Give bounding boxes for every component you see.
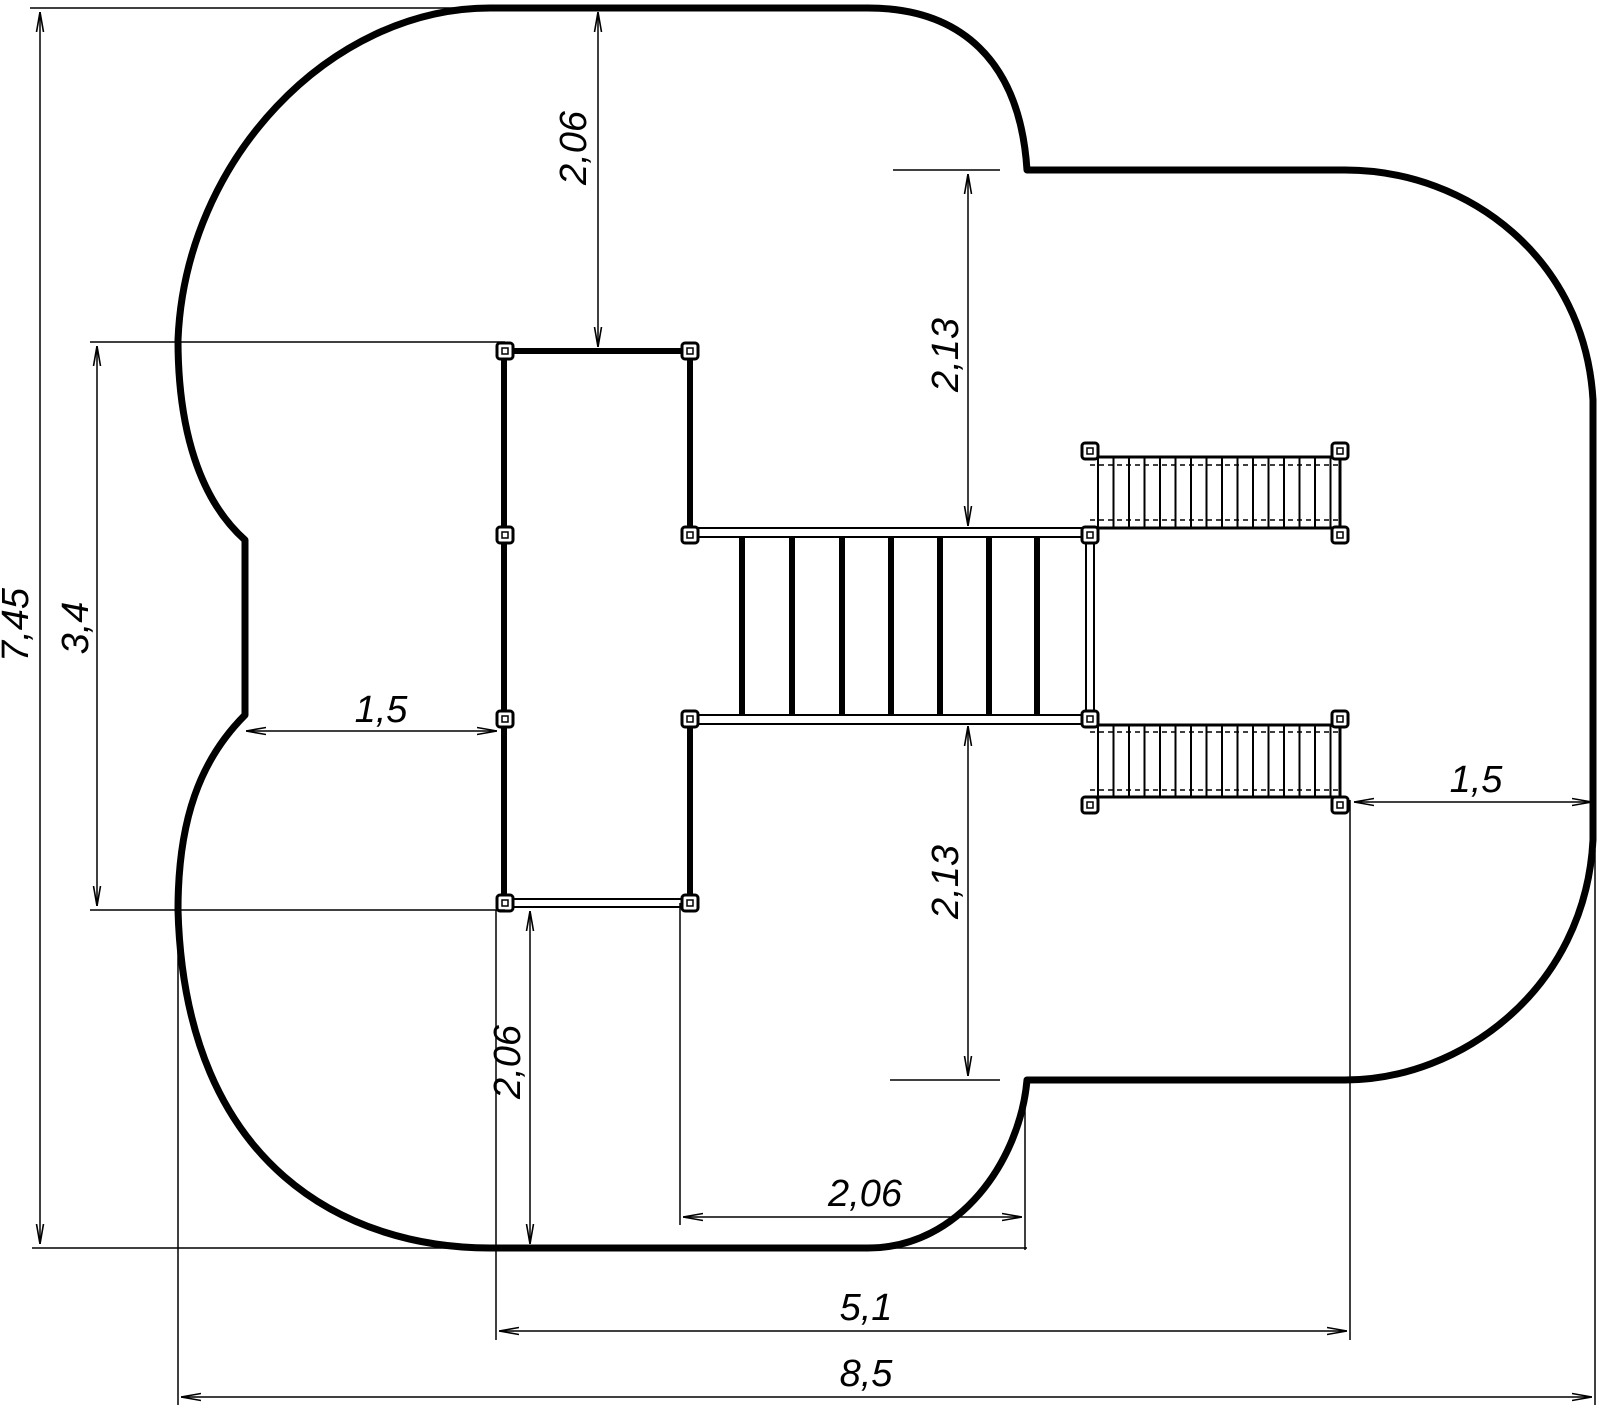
dim-top-gap: 2,06	[553, 110, 595, 186]
post-core	[501, 531, 509, 539]
post-core	[501, 899, 509, 907]
post	[1330, 795, 1350, 815]
dim-upper-gap: 2,13	[925, 318, 967, 393]
dim-lower-gap: 2,13	[925, 845, 967, 920]
upper-ladder	[1090, 451, 1342, 535]
dim-mid-width: 2,06	[827, 1173, 903, 1215]
dim-overall-height: 7,45	[0, 587, 37, 662]
post	[680, 709, 700, 729]
post	[1080, 709, 1100, 729]
dim-left-gap: 1,5	[355, 689, 409, 731]
post-core	[1086, 715, 1094, 723]
post	[680, 893, 700, 913]
post	[495, 525, 515, 545]
post	[1330, 709, 1350, 729]
post-core	[1336, 531, 1344, 539]
post-core	[1086, 801, 1094, 809]
post-core	[501, 715, 509, 723]
post-core	[1086, 531, 1094, 539]
post-core	[1086, 447, 1094, 455]
dim-overall-width: 8,5	[840, 1353, 894, 1395]
dim-right-gap: 1,5	[1450, 759, 1504, 801]
post-core	[686, 899, 694, 907]
dim-bottom-gap: 2,06	[487, 1024, 529, 1100]
central-bridge	[689, 527, 1095, 725]
support-posts	[495, 341, 1350, 913]
dim-inner-height: 3,4	[55, 602, 97, 655]
post	[1330, 525, 1350, 545]
site-boundary	[174, 4, 1597, 1252]
post	[1080, 525, 1100, 545]
post	[1330, 441, 1350, 461]
post-core	[1336, 801, 1344, 809]
post	[495, 341, 515, 361]
dim-span-width: 5,1	[840, 1287, 893, 1329]
post-core	[686, 531, 694, 539]
post	[680, 341, 700, 361]
post	[495, 709, 515, 729]
tower-frame	[501, 348, 693, 908]
post-core	[686, 715, 694, 723]
dimension-lines	[40, 12, 1592, 1397]
post	[680, 525, 700, 545]
post-core	[501, 347, 509, 355]
post-core	[686, 347, 694, 355]
post	[495, 893, 515, 913]
post-core	[1336, 715, 1344, 723]
post	[1080, 795, 1100, 815]
post-core	[1336, 447, 1344, 455]
post	[1080, 441, 1100, 461]
lower-ladder	[1090, 715, 1342, 805]
extension-lines	[30, 7, 1596, 1405]
